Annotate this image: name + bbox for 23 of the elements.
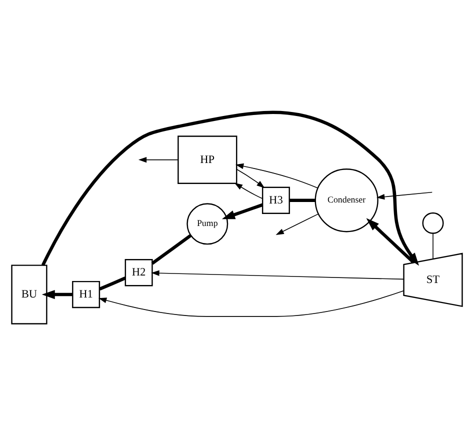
arrow: [236, 168, 265, 188]
arrow: [235, 163, 318, 188]
node-box: H3: [262, 186, 290, 214]
connector: [289, 198, 316, 202]
node-circle: Pump: [186, 203, 228, 245]
node-box: H1: [72, 280, 100, 308]
arrow: [366, 218, 415, 264]
node-box: BU: [11, 264, 48, 324]
node-circle: [422, 212, 444, 234]
arrow: [138, 156, 178, 163]
connector: [151, 234, 192, 265]
connector: [432, 233, 434, 260]
arrow: [98, 290, 404, 317]
arrow: [41, 110, 420, 266]
node-box: H2: [124, 259, 153, 286]
arrow: [376, 192, 433, 200]
arrow: [222, 203, 264, 220]
arrow: [151, 270, 404, 280]
connector: [99, 276, 126, 291]
arrow: [42, 290, 72, 300]
node-box: HP: [178, 136, 238, 184]
arrow: [276, 214, 318, 235]
arrow: [234, 182, 263, 199]
